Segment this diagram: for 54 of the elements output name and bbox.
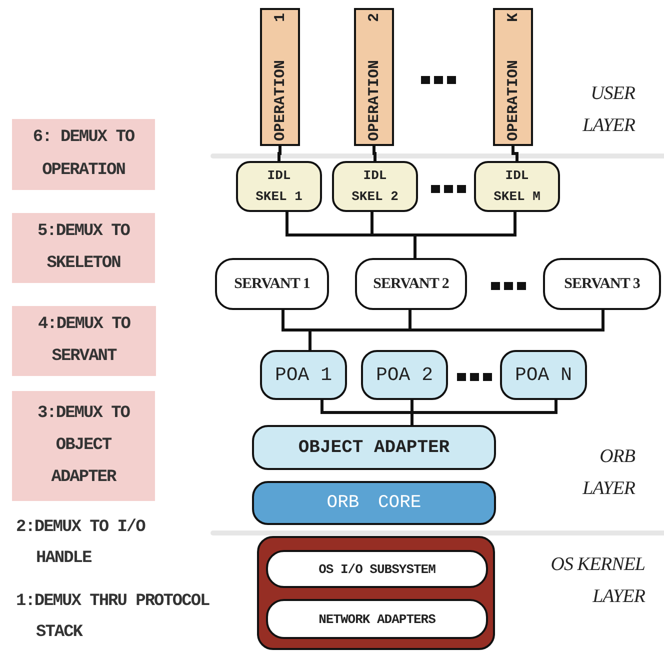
poa-box <box>500 350 587 400</box>
skeleton-label: IDL SKEL M <box>492 166 542 206</box>
poa-label: POA 1 <box>274 364 332 386</box>
poa-box <box>361 350 448 400</box>
subsystem-box <box>266 599 488 639</box>
core-box <box>252 481 496 525</box>
servant-label: SERVANT 2 <box>373 276 449 292</box>
step-label: 6: DEMUX TO OPERATION <box>32 127 136 182</box>
servant-box <box>215 258 329 310</box>
skeleton-box <box>332 161 418 212</box>
step-label: 1:DEMUX THRU PROTOCOL STACK <box>16 591 210 644</box>
connector-line <box>278 146 282 161</box>
connector-line <box>372 146 376 161</box>
poa-label: POA 2 <box>376 364 433 386</box>
connector-line <box>512 146 518 161</box>
operation-label: 1 <box>272 13 288 22</box>
operation-label: K <box>504 13 522 22</box>
step-label: 4:DEMUX TO SERVANT <box>36 314 132 368</box>
connector-line <box>308 310 604 350</box>
subsystem-box <box>266 550 488 588</box>
operation-label: 2 <box>366 13 382 22</box>
step-label: 5:DEMUX TO SKELETON <box>36 220 131 275</box>
servant-label: SERVANT 3 <box>564 276 640 292</box>
step-box <box>12 119 155 190</box>
subsystem-label: OS I/O SUBSYSTEM <box>318 562 436 576</box>
layer-label: OS KERNEL LAYER <box>550 553 645 609</box>
servant-box <box>543 258 661 310</box>
connector-line <box>410 400 558 425</box>
step-box <box>12 391 155 501</box>
layer-label: ORB LAYER <box>582 445 635 501</box>
operation-label: OPERATION <box>366 60 382 141</box>
operation-box <box>260 8 300 146</box>
skeleton-label: IDL SKEL 1 <box>254 166 304 206</box>
layer-label: USER LAYER <box>582 82 635 138</box>
skeleton-box <box>474 161 560 212</box>
step-box <box>12 213 155 283</box>
operation-box <box>493 8 533 146</box>
step-label: 3:DEMUX TO OBJECT ADAPTER <box>36 402 131 490</box>
subsystem-label: NETWORK ADAPTERS <box>318 612 436 626</box>
poa-label: POA N <box>514 364 572 386</box>
skeleton-label: IDL SKEL 2 <box>350 166 400 206</box>
servant-box <box>355 258 467 310</box>
core-label: ORB CORE <box>326 493 422 513</box>
step-label: 2:DEMUX TO I/O HANDLE <box>16 517 146 570</box>
servant-label: SERVANT 1 <box>234 276 310 292</box>
operation-label: OPERATION <box>272 60 288 141</box>
adapter-box <box>252 425 496 470</box>
operation-label: OPERATION <box>504 60 522 141</box>
operation-box <box>354 8 394 146</box>
poa-box <box>260 350 347 400</box>
skeleton-box <box>236 161 322 212</box>
step-box <box>12 306 156 376</box>
kernel-box <box>257 536 495 650</box>
adapter-label: OBJECT ADAPTER <box>298 438 450 458</box>
